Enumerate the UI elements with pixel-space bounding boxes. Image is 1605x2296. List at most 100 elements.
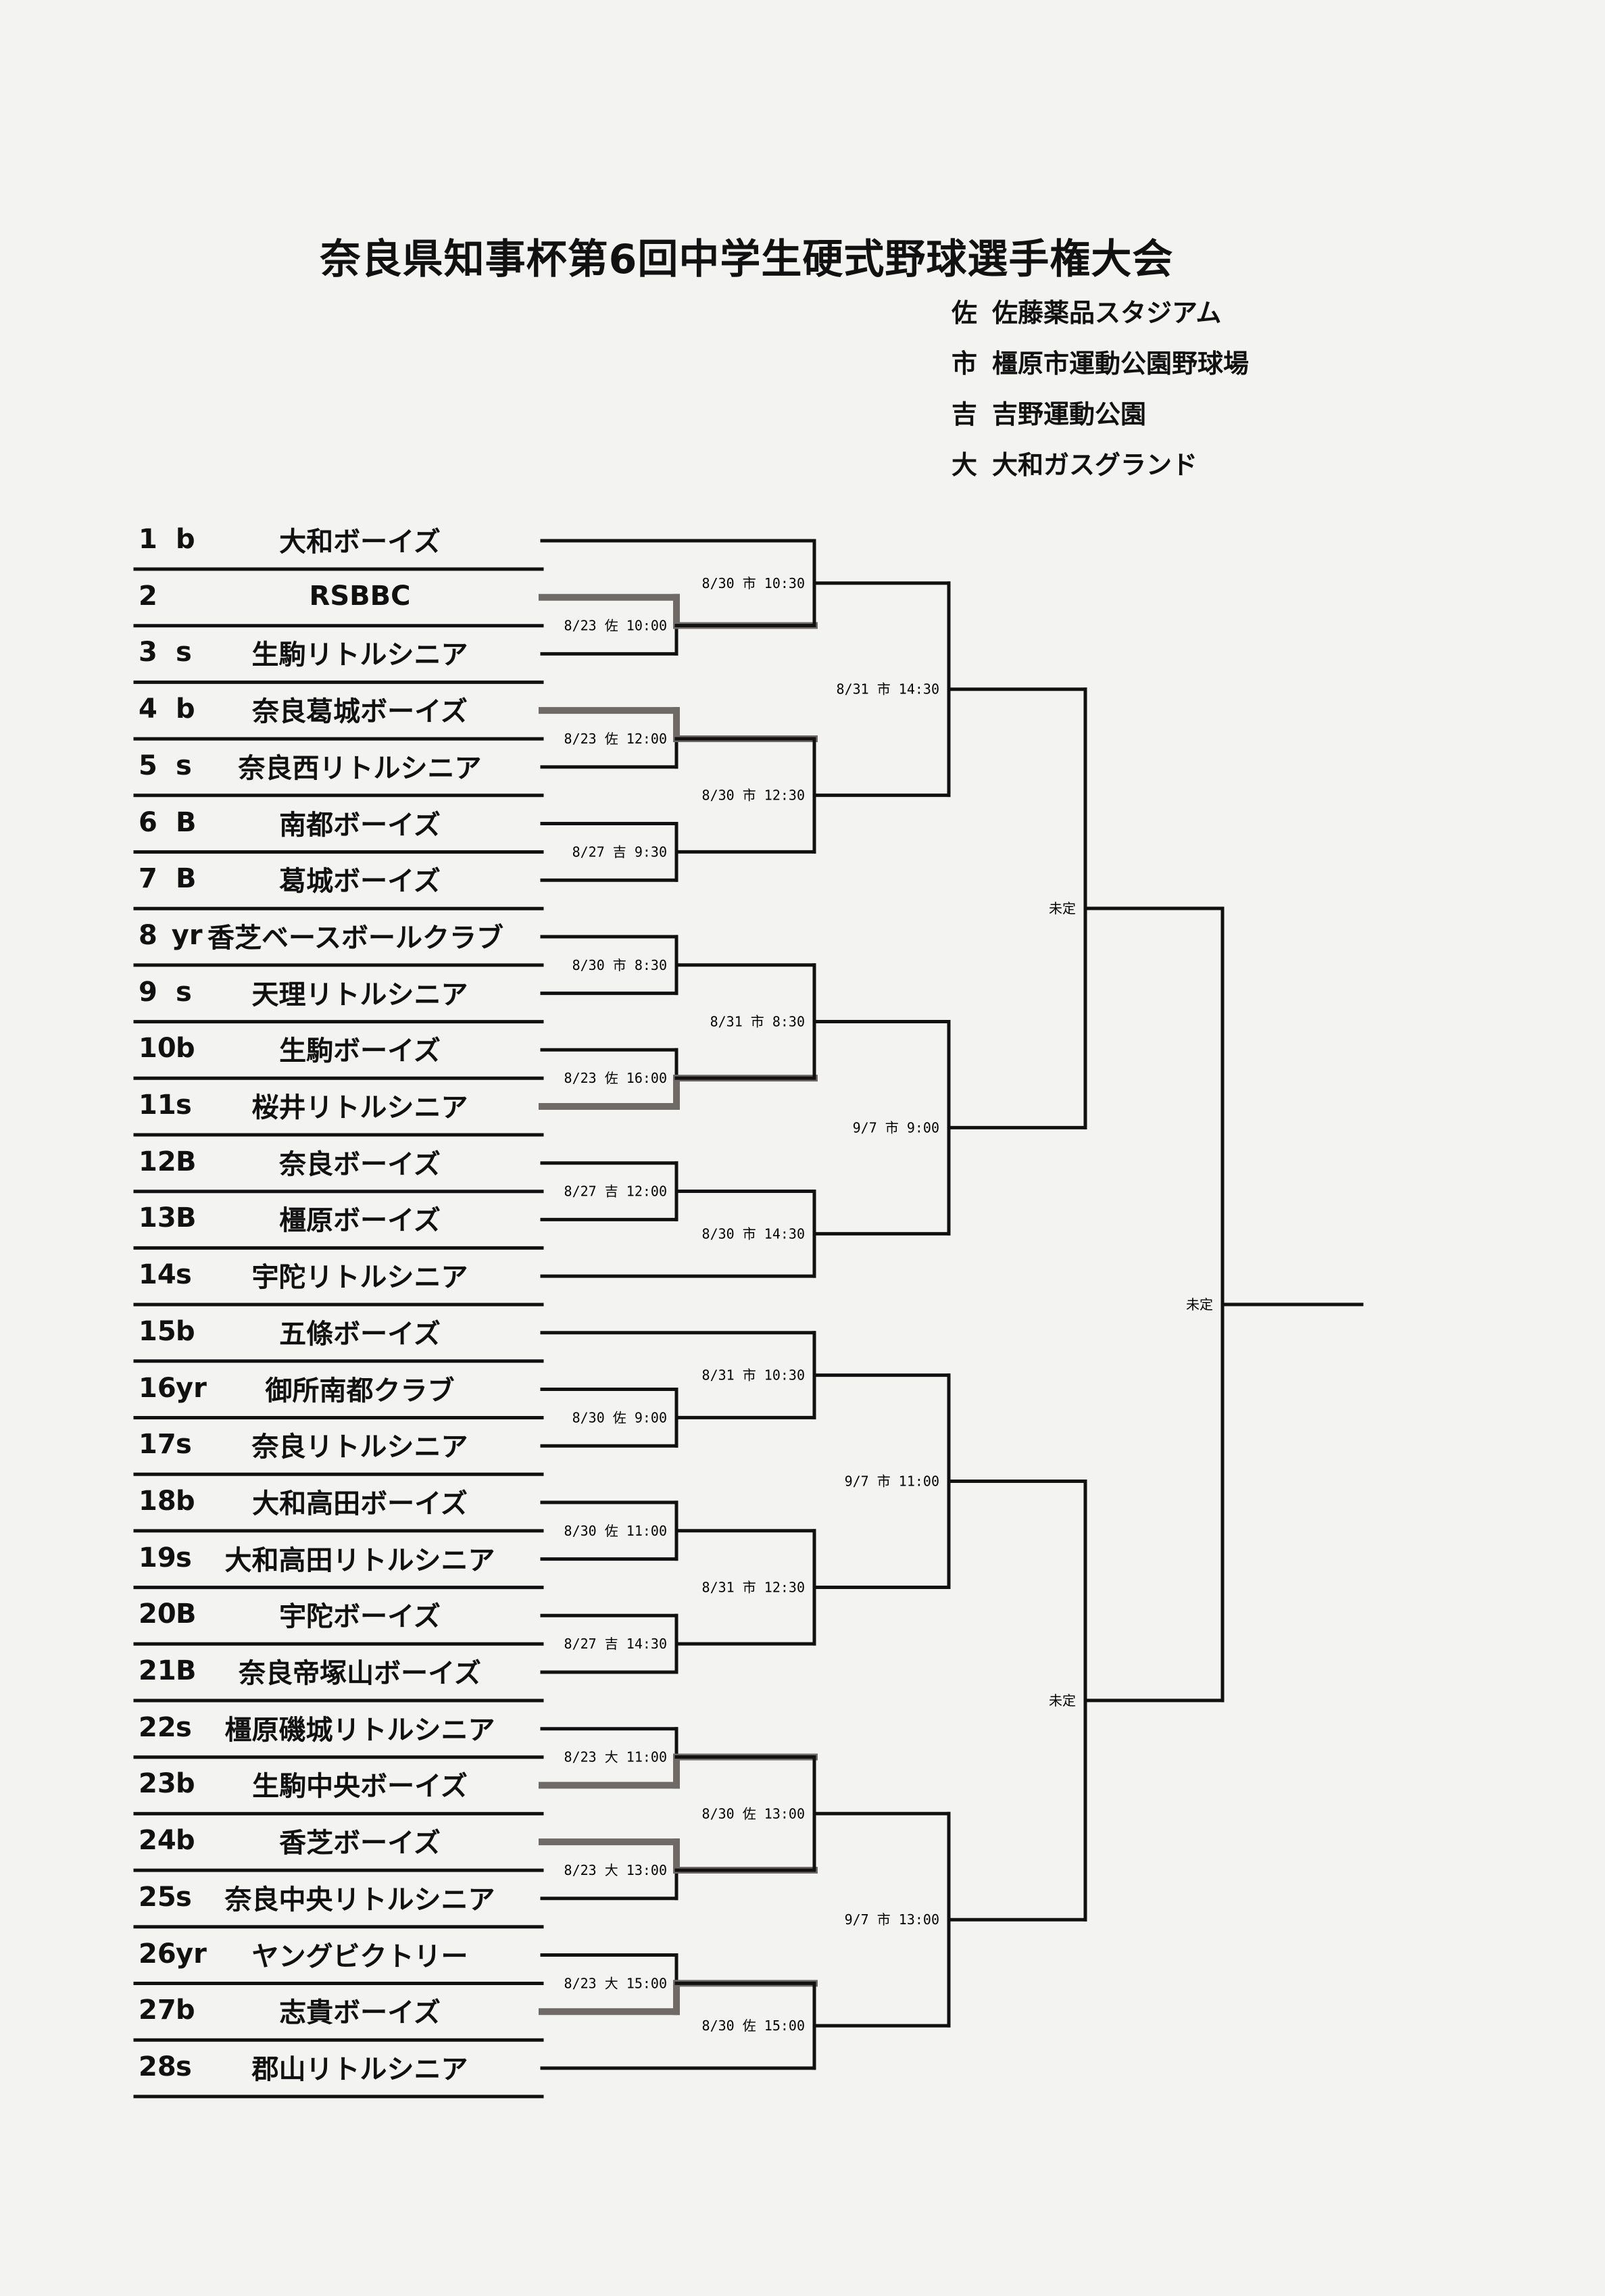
team-type: s	[176, 1429, 192, 1461]
venue-legend: 佐佐藤薬品スタジアム市橿原市運動公園野球場吉吉野運動公園大大和ガスグランド	[952, 292, 1249, 495]
team-type: yr	[176, 1938, 207, 1970]
team-type: B	[176, 1146, 197, 1177]
team-name: 橿原磯城リトルシニア	[224, 1714, 495, 1746]
venue-legend-item: 吉吉野運動公園	[952, 393, 1249, 444]
team-name: 生駒リトルシニア	[251, 639, 468, 671]
team-name: 宇陀ボーイズ	[279, 1601, 441, 1633]
team-type: s	[176, 1259, 192, 1291]
team-name: 香芝ボーイズ	[279, 1828, 441, 1859]
team-name: 奈良西リトルシニア	[238, 752, 482, 784]
venue-abbr: 吉	[952, 399, 978, 429]
team-number: 14	[139, 1259, 176, 1291]
team-name: 天理リトルシニア	[251, 979, 468, 1010]
match-schedule-label: 8/31 市 8:30	[710, 1013, 805, 1029]
team-name: 大和ボーイズ	[279, 527, 441, 558]
team-type: yr	[171, 919, 203, 951]
team-name: 五條ボーイズ	[279, 1318, 441, 1350]
team-name: 生駒中央ボーイズ	[252, 1771, 468, 1803]
team-type: b	[176, 524, 195, 555]
match-schedule-label: 未定	[1186, 1296, 1213, 1313]
venue-legend-item: 佐佐藤薬品スタジアム	[952, 292, 1249, 343]
team-name: 桜井リトルシニア	[251, 1092, 468, 1123]
team-name: 大和高田リトルシニア	[224, 1544, 495, 1576]
match-schedule-label: 8/31 市 10:30	[702, 1367, 805, 1384]
team-number: 8	[139, 919, 157, 951]
team-type: s	[176, 1711, 192, 1743]
team-type: b	[176, 1995, 195, 2026]
team-name: RSBBC	[309, 580, 411, 612]
team-type: yr	[176, 1372, 207, 1404]
venue-legend-item: 大大和ガスグランド	[952, 444, 1249, 495]
team-number: 1	[139, 524, 157, 555]
team-name: 奈良帝塚山ボーイズ	[239, 1658, 481, 1689]
team-number: 21	[139, 1655, 176, 1686]
match-schedule-label: 8/23 佐 16:00	[564, 1070, 667, 1086]
match-schedule-label: 8/30 市 14:30	[702, 1225, 805, 1242]
team-number: 3	[139, 637, 157, 668]
match-schedule-label: 8/30 市 8:30	[572, 957, 667, 973]
match-schedule-label: 8/27 吉 14:30	[564, 1636, 667, 1652]
team-number: 9	[139, 976, 157, 1008]
team-number: 22	[139, 1711, 176, 1743]
team-name: 香芝ベースボールクラブ	[207, 922, 503, 954]
match-schedule-label: 8/30 佐 9:00	[572, 1409, 667, 1425]
team-name: 郡山リトルシニア	[251, 2053, 468, 2085]
team-number: 25	[139, 1881, 176, 1913]
team-number: 23	[139, 1768, 176, 1800]
match-schedule-label: 8/31 市 12:30	[702, 1579, 805, 1595]
match-schedule-label: 未定	[1049, 900, 1076, 917]
venue-name: 吉野運動公園	[992, 399, 1147, 429]
team-type: b	[176, 1825, 195, 1857]
team-type: s	[176, 2051, 192, 2082]
team-name: 大和高田ボーイズ	[252, 1488, 468, 1519]
team-name: 葛城ボーイズ	[279, 866, 441, 898]
team-name: 南都ボーイズ	[279, 809, 441, 841]
team-type: s	[176, 1542, 192, 1573]
team-name: 奈良リトルシニア	[251, 1432, 468, 1463]
team-name: 橿原ボーイズ	[279, 1205, 441, 1237]
team-name: ヤングビクトリー	[251, 1940, 468, 1972]
team-number: 16	[139, 1372, 176, 1404]
match-schedule-label: 8/23 大 11:00	[564, 1749, 667, 1765]
team-type: s	[176, 750, 192, 781]
team-name: 志貴ボーイズ	[279, 1997, 441, 2029]
team-number: 24	[139, 1825, 176, 1857]
team-type: b	[176, 1768, 195, 1800]
match-schedule-label: 9/7 市 13:00	[845, 1911, 939, 1928]
team-number: 7	[139, 863, 157, 895]
team-type: b	[176, 1485, 195, 1517]
match-schedule-label: 8/30 佐 11:00	[564, 1523, 667, 1539]
match-schedule-label: 8/23 佐 10:00	[564, 618, 667, 634]
match-schedule-label: 8/30 市 10:30	[702, 575, 805, 591]
match-schedule-label: 8/23 大 13:00	[564, 1862, 667, 1878]
team-type: s	[176, 976, 192, 1008]
team-number: 17	[139, 1429, 176, 1461]
team-number: 5	[139, 750, 157, 781]
match-schedule-label: 8/23 佐 12:00	[564, 731, 667, 747]
team-number: 10	[139, 1033, 176, 1065]
team-number: 27	[139, 1995, 176, 2026]
team-name: 奈良葛城ボーイズ	[252, 696, 468, 728]
match-schedule-label: 8/23 大 15:00	[564, 1975, 667, 1991]
team-number: 4	[139, 693, 157, 725]
team-type: b	[176, 1033, 195, 1065]
venue-name: 佐藤薬品スタジアム	[992, 298, 1222, 328]
